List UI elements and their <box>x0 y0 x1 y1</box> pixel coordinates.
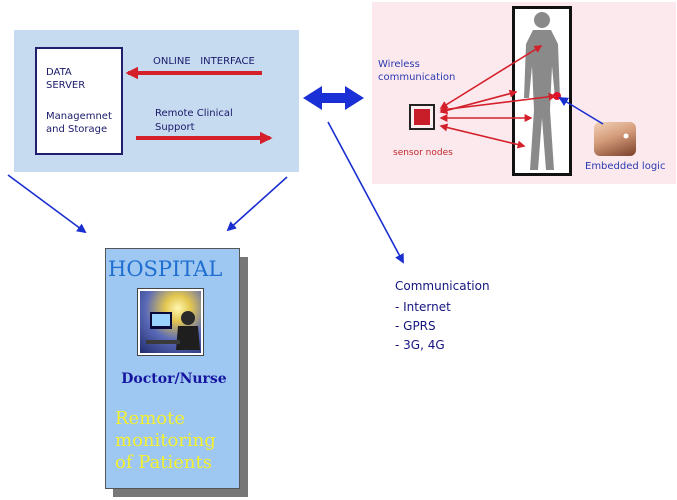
communication-item-internet: - Internet <box>395 300 451 314</box>
bidirectional-link-icon <box>303 86 364 110</box>
data-server-subtitle: Managemnet and Storage <box>46 111 112 135</box>
fingertip-implant-image <box>594 122 636 156</box>
embedded-chip-dot <box>623 133 629 139</box>
communication-item-gprs: - GPRS <box>395 319 436 333</box>
wireless-sensor-arrows <box>439 45 557 149</box>
data-server-title: DATA SERVER <box>46 67 86 91</box>
communication-item-cellular: - 3G, 4G <box>395 338 445 352</box>
wireless-communication-label: Wireless communication <box>378 59 456 83</box>
link-to-communication-arrow <box>327 121 404 264</box>
sensor-nodes-label: sensor nodes <box>393 148 453 158</box>
embedded-logic-arrow <box>558 97 604 125</box>
doctor-figure-icon <box>146 311 200 350</box>
doctor-nurse-label: Doctor/Nurse <box>121 371 227 387</box>
communication-title: Communication <box>395 279 490 293</box>
remote-support-label: Remote Clinical Support <box>155 108 233 133</box>
remote-monitoring-text: Remote monitoring of Patients <box>115 408 216 473</box>
server-to-hospital-arrow-right <box>226 176 288 232</box>
communication-list: - Internet - GPRS - 3G, 4G <box>395 298 451 355</box>
data-server-box <box>35 47 123 155</box>
hospital-title: HOSPITAL <box>108 257 223 281</box>
embedded-logic-label: Embedded logic <box>585 161 666 172</box>
human-body-silhouette <box>524 12 560 170</box>
sensor-chip-core <box>414 109 430 125</box>
online-interface-label: ONLINE INTERFACE <box>153 56 255 67</box>
server-to-hospital-arrow-left <box>7 174 87 234</box>
